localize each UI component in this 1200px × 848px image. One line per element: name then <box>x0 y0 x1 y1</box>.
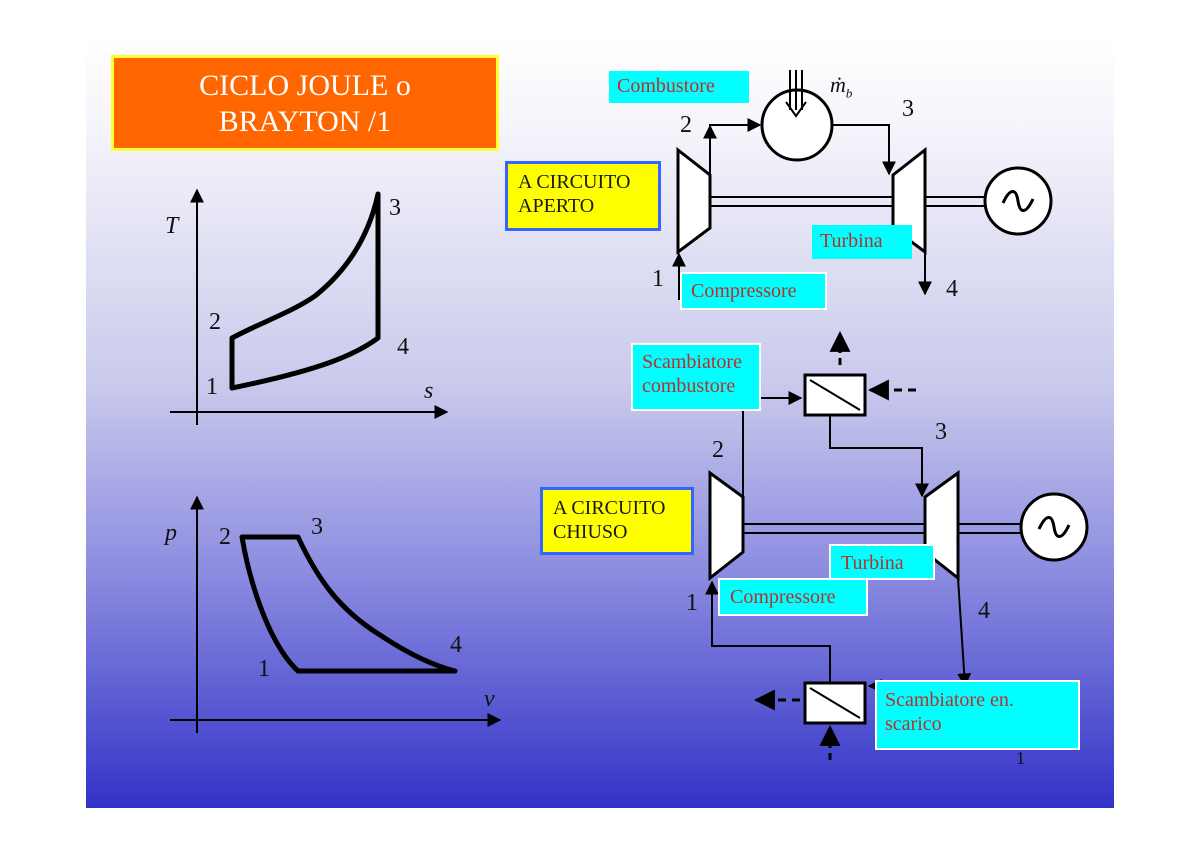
ts-y-axis-label: T <box>165 213 179 239</box>
top-heat-exchanger-label: Scambiatore combustore <box>631 343 761 411</box>
ts-point-3: 3 <box>389 195 401 221</box>
open-compressor-shape <box>676 146 712 255</box>
ts-point-2: 2 <box>209 309 221 335</box>
closed-point-1: 1 <box>686 590 698 616</box>
open-point-2: 2 <box>680 112 692 138</box>
pv-point-1: 1 <box>258 656 270 682</box>
open-compressor-label: Compressore <box>680 272 827 310</box>
title-line-2: BRAYTON /1 <box>218 105 392 138</box>
open-turbine-label: Turbina <box>812 225 912 259</box>
closed-cycle-label: A CIRCUITO CHIUSO <box>540 487 694 555</box>
closed-point-3: 3 <box>935 419 947 445</box>
ts-point-1: 1 <box>206 374 218 400</box>
ts-x-axis-label: s <box>424 378 434 404</box>
pv-point-2: 2 <box>219 524 231 550</box>
closed-point-2: 2 <box>712 437 724 463</box>
ts-diagram <box>170 188 449 425</box>
closed-point-4: 4 <box>978 598 990 624</box>
pv-x-axis-label: v <box>484 686 495 712</box>
pv-cycle-curve <box>239 534 458 674</box>
bottom-heat-exchanger-label: Scambiatore en. scarico <box>875 680 1080 750</box>
bottom-heat-exchanger-icon <box>803 681 867 725</box>
title-line-1: CICLO JOULE o <box>199 69 411 102</box>
pv-point-3: 3 <box>311 514 323 540</box>
open-cycle-schematic <box>672 70 1053 300</box>
open-point-1: 1 <box>652 266 664 292</box>
pv-diagram <box>170 495 502 733</box>
open-point-4: 4 <box>946 276 958 302</box>
closed-compressor-shape <box>708 470 745 582</box>
open-point-3: 3 <box>902 96 914 122</box>
ts-point-4: 4 <box>397 334 409 360</box>
pv-y-axis-label: p <box>165 520 177 546</box>
slide-title: CICLO JOULE o BRAYTON /1 <box>111 55 499 151</box>
fuel-flow-label: ṁb <box>830 72 853 101</box>
pv-point-4: 4 <box>450 632 462 658</box>
page-number: 1 <box>1016 748 1025 768</box>
combustor-label: Combustore <box>609 71 749 103</box>
open-cycle-label: A CIRCUITO APERTO <box>505 161 661 231</box>
closed-compressor-label: Compressore <box>718 578 868 616</box>
ts-cycle-curve <box>229 191 381 391</box>
closed-cycle-schematic <box>705 330 1089 760</box>
closed-turbine-label: Turbina <box>829 544 935 580</box>
